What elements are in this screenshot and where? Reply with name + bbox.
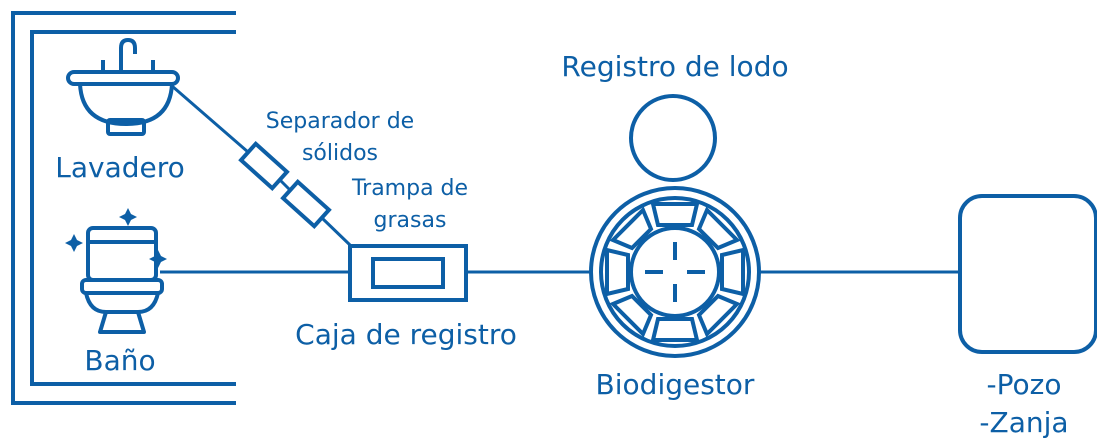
sparkle-icon — [149, 250, 167, 268]
caja-label: Caja de registro — [295, 318, 517, 351]
sparkle-icon — [119, 208, 137, 226]
sludge-register-circle — [629, 94, 717, 182]
bano-label: Baño — [84, 344, 155, 377]
destino-pozo-label: -Pozo — [987, 368, 1062, 401]
sink-icon — [66, 38, 180, 136]
destination-box — [958, 194, 1097, 354]
filter-icon — [280, 178, 332, 230]
destino-zanja-label: -Zanja — [979, 406, 1068, 439]
registration-box — [348, 244, 468, 302]
registro-lodo-label: Registro de lodo — [561, 50, 788, 83]
separador-label-line2: sólidos — [302, 141, 378, 166]
biodigestor-label: Biodigestor — [596, 368, 755, 401]
sparkle-icon — [65, 234, 83, 252]
pipes — [160, 84, 960, 274]
separador-label-line1: Separador de — [266, 109, 414, 134]
septic-tank-icon — [589, 186, 761, 358]
toilet-icon — [80, 226, 164, 334]
filter-icon — [238, 140, 290, 192]
trampa-label-line2: grasas — [374, 208, 447, 233]
lavadero-label: Lavadero — [55, 151, 185, 184]
building-wall — [11, 11, 236, 405]
trampa-label-line1: Trampa de — [351, 176, 468, 201]
